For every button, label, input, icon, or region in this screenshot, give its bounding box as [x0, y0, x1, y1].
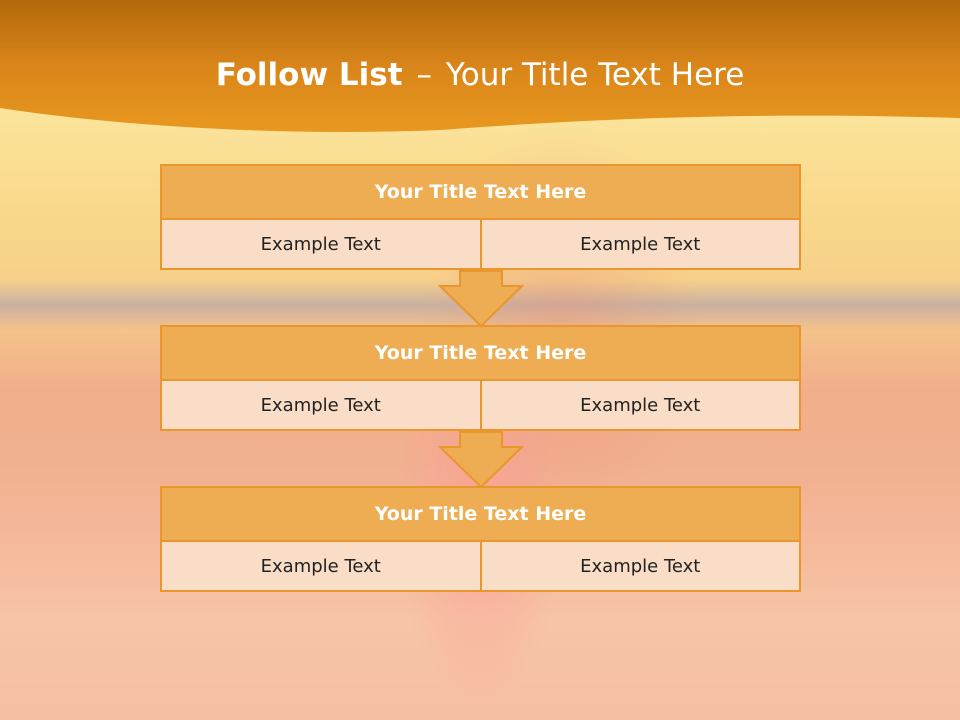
list-block-3: Your Title Text Here Example Text Exampl… — [160, 486, 801, 592]
list-block-2: Your Title Text Here Example Text Exampl… — [160, 325, 801, 431]
block-row: Example Text Example Text — [160, 220, 801, 270]
slide-title: Follow List– Your Title Text Here — [0, 52, 960, 98]
block-title: Your Title Text Here — [160, 164, 801, 220]
block-cell-left: Example Text — [160, 381, 482, 431]
down-arrow-icon — [438, 270, 524, 328]
title-rest: Your Title Text Here — [445, 57, 745, 93]
block-title: Your Title Text Here — [160, 486, 801, 542]
block-cell-left: Example Text — [160, 220, 482, 270]
block-cell-right: Example Text — [481, 542, 801, 592]
block-cell-left: Example Text — [160, 542, 482, 592]
block-title: Your Title Text Here — [160, 325, 801, 381]
block-row: Example Text Example Text — [160, 381, 801, 431]
title-banner — [0, 0, 960, 132]
block-row: Example Text Example Text — [160, 542, 801, 592]
title-bold-part: Follow List — [215, 57, 403, 93]
down-arrow-icon — [438, 431, 524, 489]
block-cell-right: Example Text — [481, 381, 801, 431]
title-separator: – — [416, 57, 433, 93]
list-block-1: Your Title Text Here Example Text Exampl… — [160, 164, 801, 270]
block-cell-right: Example Text — [481, 220, 801, 270]
